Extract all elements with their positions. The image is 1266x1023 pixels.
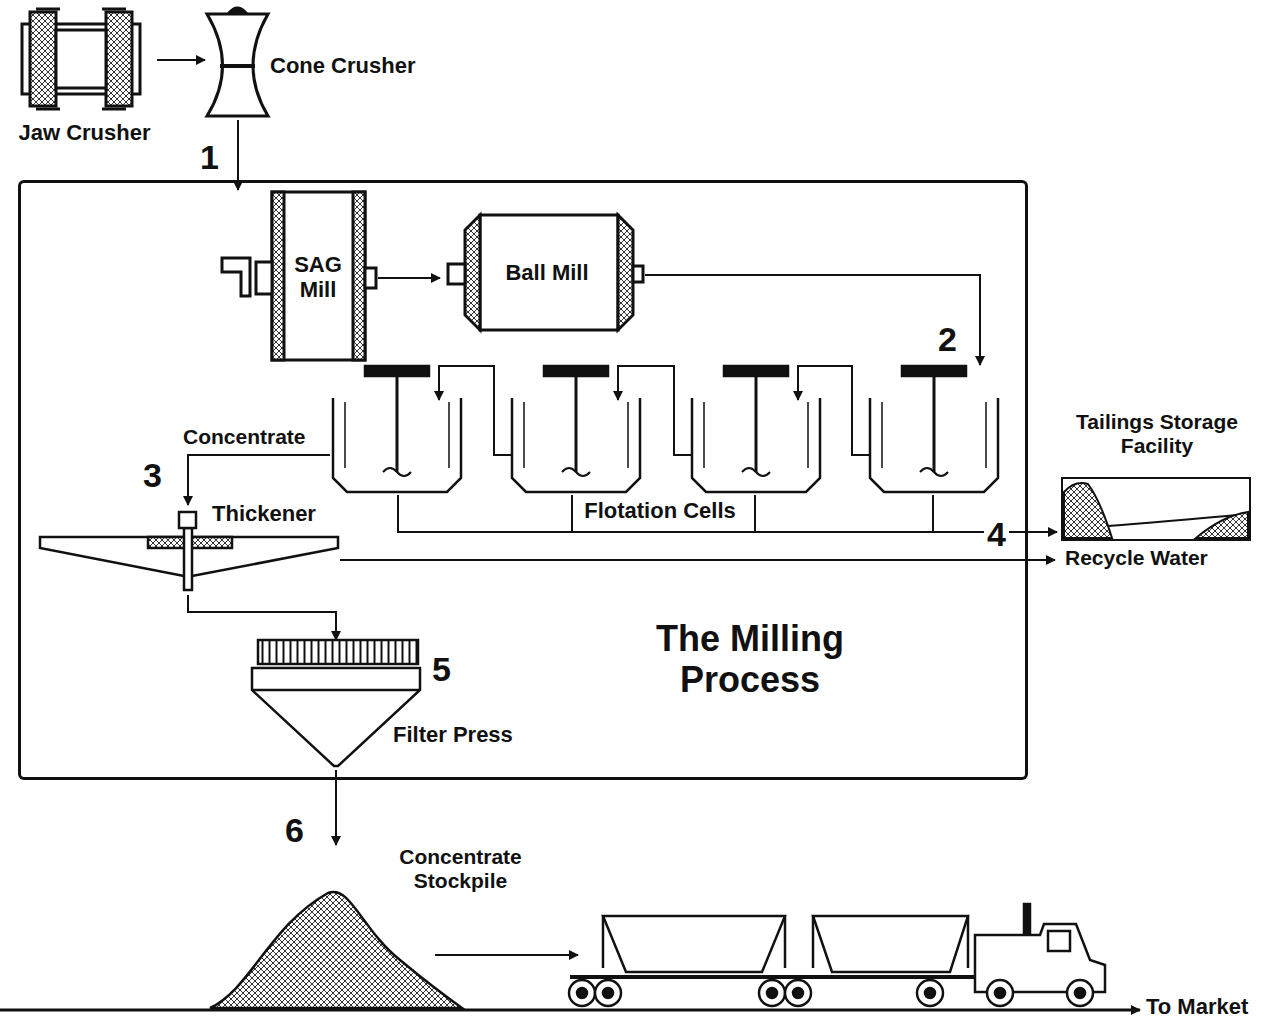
cell-transfer-line xyxy=(618,366,692,455)
tailings-facility-icon xyxy=(1062,478,1250,540)
flotation-tailings-collector xyxy=(398,495,933,532)
cell-shaft xyxy=(575,376,578,472)
flotation-cells-group: Flotation Cells xyxy=(330,365,1000,495)
callout-number: 6 xyxy=(285,813,304,847)
flotation-cell xyxy=(618,366,820,492)
flow-arrow xyxy=(645,275,980,365)
flotation-cell xyxy=(439,366,640,492)
wheel-hub xyxy=(603,988,613,998)
truck-wheel xyxy=(759,980,785,1006)
flow-arrow xyxy=(188,595,336,640)
flow-label: Concentrate xyxy=(183,425,306,449)
callout-number: 3 xyxy=(143,458,162,492)
flow-arrow xyxy=(157,59,205,61)
equipment-label: Tailings Storage Facility xyxy=(1057,410,1257,458)
cell-motor xyxy=(902,366,966,376)
jaw-crusher-icon xyxy=(22,9,140,109)
wheel-hub xyxy=(925,988,935,998)
callout-number: 4 xyxy=(984,517,1009,551)
flotation-cell xyxy=(333,366,461,492)
cell-impeller xyxy=(920,468,948,476)
ball-mill-icon xyxy=(448,215,643,330)
truck-wheel xyxy=(917,980,943,1006)
equipment-thickener: Thickener xyxy=(38,505,340,595)
flow-arrow xyxy=(188,455,330,505)
cell-motor xyxy=(365,366,429,376)
wheel-hub xyxy=(767,988,777,998)
haul-truck-icon xyxy=(569,904,1105,1006)
flotation-cell xyxy=(798,366,998,492)
flow-arrow xyxy=(237,120,239,190)
cell-transfer-line xyxy=(798,366,870,455)
callout-number: 5 xyxy=(432,652,451,686)
equipment-sag-mill: SAG Mill xyxy=(218,190,378,362)
equipment-cone-crusher: Cone Crusher xyxy=(205,5,430,120)
cell-impeller xyxy=(383,468,411,476)
callout-number: 2 xyxy=(938,322,957,356)
equipment-label: Concentrate Stockpile xyxy=(378,845,543,893)
destination-label: To Market xyxy=(1146,996,1248,1018)
wheel-hub xyxy=(1075,988,1085,998)
cell-impeller xyxy=(562,468,590,476)
equipment-label: Flotation Cells xyxy=(560,498,760,523)
equipment-label: Cone Crusher xyxy=(270,53,430,78)
equipment-label: Filter Press xyxy=(393,722,523,747)
cell-shaft xyxy=(396,376,399,472)
flow-arrow xyxy=(335,770,337,845)
wheel-hub xyxy=(577,988,587,998)
cell-motor xyxy=(724,366,788,376)
concentrate-stockpile: Concentrate Stockpile xyxy=(210,845,545,1008)
ground-line xyxy=(0,1009,1140,1012)
sag-mill-icon xyxy=(222,192,376,360)
region-title: The Milling Process xyxy=(630,618,870,701)
equipment-label: Jaw Crusher xyxy=(12,120,157,145)
stockpile-icon xyxy=(210,892,462,1008)
recycle-water-line xyxy=(340,559,1055,561)
wheel-hub xyxy=(995,988,1005,998)
cell-shaft xyxy=(933,376,936,472)
truck-wheel xyxy=(595,980,621,1006)
filter-press-icon xyxy=(252,640,420,766)
cell-shaft xyxy=(755,376,758,472)
flow-arrow xyxy=(378,277,440,279)
equipment-label: Thickener xyxy=(212,501,340,526)
cell-impeller xyxy=(742,468,770,476)
milling-region: SAG MillBall MillFlotation CellsThickene… xyxy=(18,180,1028,780)
equipment-label: Ball Mill xyxy=(477,260,617,285)
flotation-cells-icon xyxy=(333,366,998,492)
stream-label: Recycle Water xyxy=(1065,547,1208,568)
cell-transfer-line xyxy=(439,366,512,455)
equipment-filter-press: Filter Press xyxy=(250,640,525,770)
equipment-label: SAG Mill xyxy=(278,252,358,303)
cone-crusher-icon xyxy=(207,8,268,116)
truck-wheel xyxy=(569,980,595,1006)
equipment-jaw-crusher: Jaw Crusher xyxy=(12,8,157,150)
truck-wheel xyxy=(1067,980,1093,1006)
truck-wheel xyxy=(785,980,811,1006)
tailings-storage: Tailings Storage Facility xyxy=(1057,410,1257,540)
cell-motor xyxy=(544,366,608,376)
loading-arrow xyxy=(435,954,578,956)
equipment-ball-mill: Ball Mill xyxy=(440,210,645,335)
wheel-hub xyxy=(793,988,803,998)
callout-number: 1 xyxy=(200,140,219,174)
truck-wheel xyxy=(987,980,1013,1006)
